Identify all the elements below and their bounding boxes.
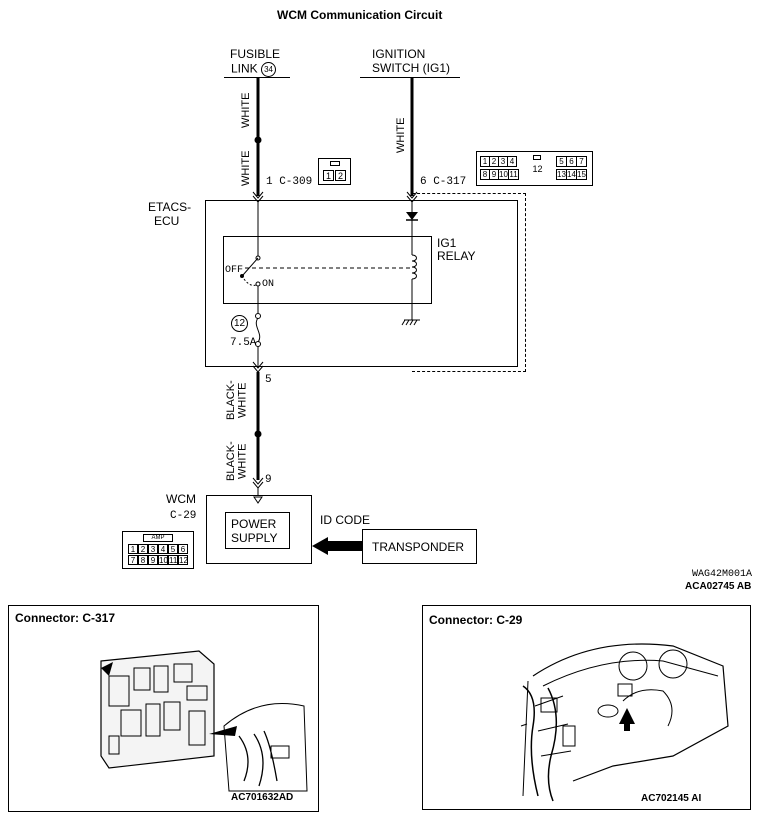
black-white-2-text: BLACK-WHITE <box>225 441 249 481</box>
wire-label-white-1: WHITE <box>240 92 252 128</box>
wcm-label: WCM <box>166 492 196 506</box>
c29-cell: 2 <box>138 544 148 554</box>
c29-cell: 7 <box>128 555 138 565</box>
c317-cell: 4 <box>507 156 517 167</box>
etacs-label-1: ETACS- <box>148 200 192 214</box>
panel-right-code: AC702145 AI <box>641 793 702 804</box>
pin-c317: 6 C-317 <box>420 176 467 188</box>
c29-header: AMP <box>143 534 173 542</box>
fuse-number: 12 <box>231 315 248 332</box>
c29-cell: 12 <box>178 555 188 565</box>
c29-cell: 5 <box>168 544 178 554</box>
wire-label-white-2: WHITE <box>240 150 252 186</box>
transponder-label: TRANSPONDER <box>372 540 465 554</box>
power-supply-line2: SUPPLY <box>231 531 278 545</box>
c317-center-cell: 12 <box>532 164 543 174</box>
c317-cell: 11 <box>508 169 519 180</box>
connector-c317-panel: Connector: C-317 AC701632AD <box>8 605 319 812</box>
wcm-connector-label: C-29 <box>170 510 197 522</box>
fuse-rating: 7.5A <box>230 337 257 349</box>
connector-c29-panel: Connector: C-29 AC702145 AI <box>422 605 751 810</box>
c317-key <box>533 155 541 160</box>
ignition-switch-line1: IGNITION <box>372 47 426 61</box>
relay-box <box>223 236 432 304</box>
fusible-link-number: 34 <box>261 62 277 77</box>
c29-cell: 9 <box>148 555 158 565</box>
ignition-switch-line2: SWITCH (IG1) <box>372 61 450 75</box>
c29-cell: 4 <box>158 544 168 554</box>
wcm-box <box>206 495 312 564</box>
relay-off-label: OFF <box>225 265 244 276</box>
ignition-underline <box>360 77 460 78</box>
c29-cell: 1 <box>128 544 138 554</box>
wire-label-black-white-1: BLACK-WHITE <box>225 377 252 423</box>
connector-c309-tab <box>330 161 340 166</box>
pin-9: 9 <box>265 474 272 486</box>
c29-cell: 10 <box>158 555 168 565</box>
c29-cell: 6 <box>178 544 188 554</box>
power-supply-box: POWER SUPPLY <box>225 512 290 549</box>
pin-5: 5 <box>265 374 272 386</box>
fusible-link-line1: FUSIBLE <box>230 47 281 61</box>
c317-cell: 7 <box>576 156 587 167</box>
wire-label-white-3: WHITE <box>395 117 407 153</box>
c29-illustration <box>520 643 729 802</box>
relay-label-1: IG1 <box>437 236 457 250</box>
etacs-ecu-box <box>205 200 518 367</box>
relay-label-2: RELAY <box>437 249 476 263</box>
panel-left-code: AC701632AD <box>231 792 294 803</box>
black-white-1-text: BLACK-WHITE <box>225 380 249 420</box>
connector-c29-icon: AMP 1 2 3 4 5 6 7 8 9 10 11 12 <box>122 531 194 569</box>
fusible-link-label-2: LINK 34 <box>231 61 277 77</box>
pin-c309: 1 C-309 <box>266 176 313 188</box>
fusible-link-line2: LINK <box>231 61 258 76</box>
connector-c309-cell: 1 <box>323 170 334 181</box>
etacs-dashed-extension <box>412 193 526 372</box>
fusible-link-label: FUSIBLE <box>230 48 280 60</box>
c29-cell: 11 <box>168 555 178 565</box>
c29-cell: 3 <box>148 544 158 554</box>
fusible-underline <box>224 77 290 78</box>
wire-label-black-white-2: BLACK-WHITE <box>225 438 252 484</box>
etacs-label-2: ECU <box>154 214 180 228</box>
power-supply-line1: POWER <box>231 517 277 531</box>
c29-cell: 8 <box>138 555 148 565</box>
c317-cell: 15 <box>576 169 587 180</box>
figure-code-2: ACA02745 AB <box>685 581 752 592</box>
panel-right-title: Connector: C-29 <box>429 613 523 627</box>
figure-code-1: WAG42M001A <box>692 569 753 580</box>
connector-c309-cell: 2 <box>335 170 346 181</box>
relay-on-label: ON <box>262 279 275 290</box>
page-title: WCM Communication Circuit <box>277 8 443 22</box>
c317-illustration <box>100 650 308 792</box>
transponder-box: TRANSPONDER <box>362 529 477 564</box>
panel-left-title: Connector: C-317 <box>15 611 116 625</box>
connector-c309-icon: 1 2 <box>318 158 351 185</box>
connector-c317-icon: 1 2 3 4 5 6 7 8 9 10 11 12 13 14 15 <box>476 151 593 186</box>
id-code-label: ID CODE <box>320 513 371 527</box>
